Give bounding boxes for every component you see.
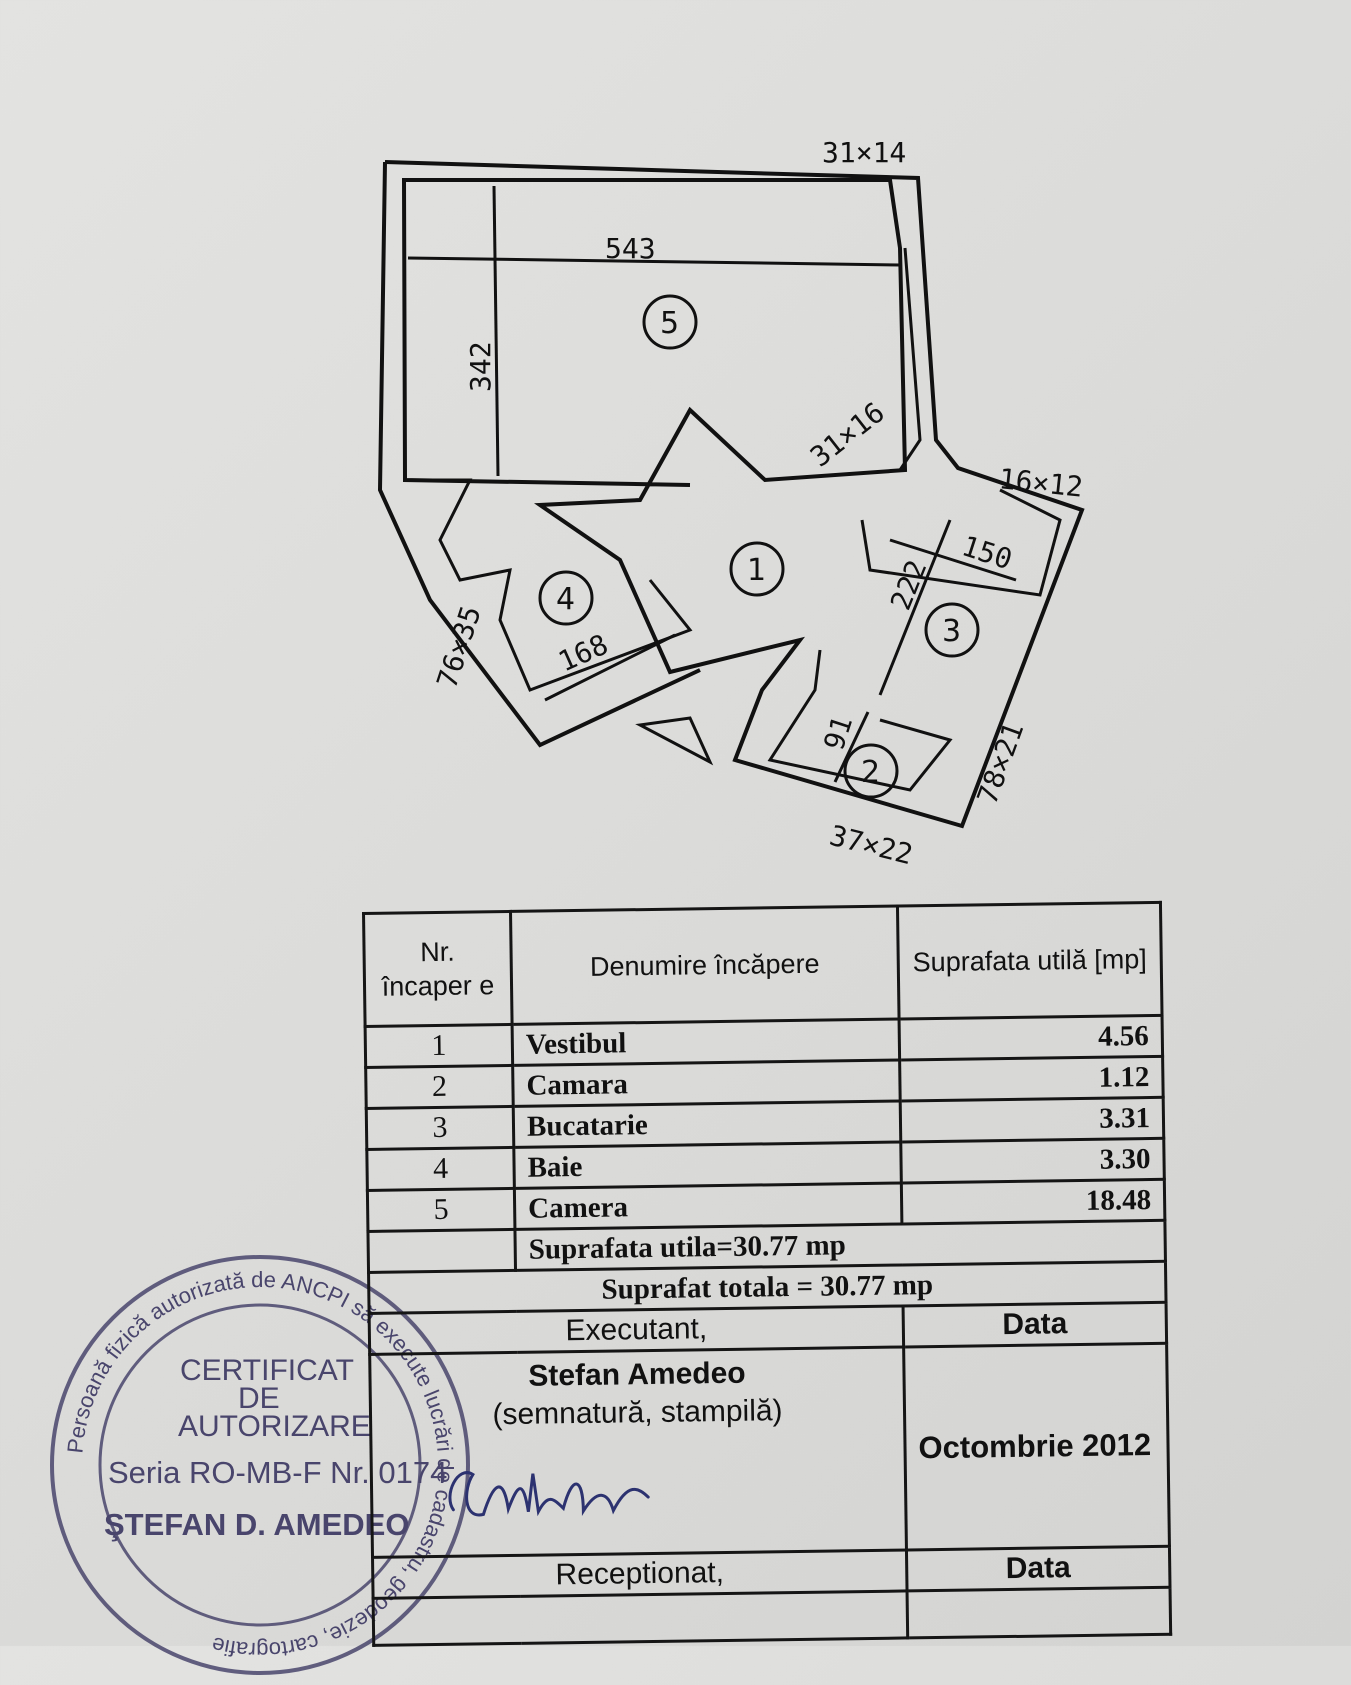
room-table: Nr. încaper e Denumire încăpere Suprafat…	[362, 901, 1172, 1647]
room-markers: 5 1 4 3 2	[538, 294, 980, 799]
triangle-mark	[635, 716, 714, 766]
left-wall	[377, 161, 701, 748]
row-nr: 3	[366, 1106, 514, 1150]
signature-note: (semnatură, stampilă)	[492, 1394, 783, 1432]
handwritten-signature	[448, 1471, 650, 1517]
receptionat-date-blank	[907, 1587, 1171, 1638]
row-area: 3.30	[900, 1138, 1165, 1183]
dim-line-222	[878, 519, 952, 696]
kitchen-wall	[860, 488, 1062, 597]
row-nr: 2	[365, 1065, 514, 1109]
executant-row: Stefan Amedeo (semnatură, stampilă) Octo…	[369, 1343, 1170, 1558]
plan-walls	[377, 160, 1085, 829]
room-3-number: 3	[942, 614, 961, 649]
bath-wall	[404, 478, 693, 692]
room-4-circle	[538, 570, 594, 626]
row-name: Camera	[514, 1182, 902, 1230]
dim-78x21: 78×21	[971, 718, 1031, 808]
dim-line-91	[833, 711, 870, 783]
stamp-line-4: Seria RO-MB-F Nr. 0174	[108, 1455, 447, 1490]
dim-line-168	[544, 633, 676, 702]
stamp-line-3: AUTORIZARE	[178, 1410, 371, 1443]
header-name: Denumire încăpere	[510, 906, 900, 1025]
outer-wall	[384, 160, 1085, 829]
receptionat-row	[373, 1587, 1171, 1646]
dim-543: 543	[605, 232, 656, 265]
dim-150: 150	[958, 529, 1016, 576]
dim-31x16: 31×16	[804, 396, 891, 474]
room-2-circle	[843, 743, 899, 799]
dim-222: 222	[884, 555, 934, 614]
dim-31x14: 31×14	[822, 136, 906, 169]
stamp-line-2: DE	[238, 1382, 280, 1415]
stamp-line-1: CERTIFICAT	[180, 1354, 354, 1387]
dim-16x12: 16×12	[997, 462, 1084, 504]
row-name: Camara	[512, 1060, 901, 1107]
row-nr: 1	[365, 1024, 513, 1068]
room-1-circle	[729, 541, 785, 597]
dim-line-543	[407, 256, 901, 267]
date-label-2: Data	[906, 1546, 1171, 1591]
dimension-lines	[407, 185, 1017, 783]
row-nr: 4	[366, 1147, 515, 1191]
room-5-circle	[642, 294, 698, 350]
row-nr: 5	[367, 1188, 515, 1232]
row-area: 4.56	[899, 1015, 1163, 1061]
room-5-number: 5	[660, 306, 679, 341]
dimension-labels: 543 342 31×14 31×16 16×12 150 222 168 76…	[430, 136, 1084, 871]
receptionat-blank	[373, 1590, 908, 1646]
room-table-sheet: Nr. încaper e Denumire încăpere Suprafat…	[362, 901, 1172, 1647]
executant-date: Octombrie 2012	[903, 1343, 1170, 1550]
dim-91: 91	[817, 712, 859, 754]
executant-cell: Stefan Amedeo (semnatură, stampilă)	[369, 1346, 907, 1558]
executant-name: Stefan Amedeo	[528, 1356, 746, 1393]
header-nr: Nr. încaper e	[363, 911, 513, 1027]
dim-342: 342	[464, 341, 497, 392]
dim-line-342	[492, 185, 500, 477]
row-area: 3.31	[900, 1097, 1164, 1143]
row-name: Vestibul	[512, 1019, 900, 1066]
authorization-stamp: Persoană fizică autorizată de ANCPI să e…	[50, 1255, 470, 1675]
dim-37x22: 37×22	[826, 819, 916, 871]
row-area: 1.12	[899, 1056, 1164, 1102]
dim-line-150	[889, 538, 1017, 582]
floor-plan: 543 342 31×14 31×16 16×12 150 222 168 76…	[377, 136, 1085, 871]
row-name: Bucatarie	[513, 1101, 901, 1148]
room-4-number: 4	[556, 582, 575, 617]
stamp-line-5: ŞTEFAN D. AMEDEO	[104, 1507, 409, 1542]
storage-wall	[767, 649, 953, 792]
row-name: Baie	[513, 1142, 902, 1189]
table-header-row: Nr. încaper e Denumire încăpere Suprafat…	[363, 902, 1163, 1027]
header-area: Suprafata utilă [mp]	[897, 902, 1163, 1020]
date-label: Data	[903, 1302, 1167, 1347]
room-1-number: 1	[747, 553, 766, 588]
useful-total-blank	[367, 1229, 516, 1273]
dim-76x35: 76×35	[430, 602, 487, 692]
room-3-circle	[924, 602, 980, 658]
row-area: 18.48	[901, 1179, 1165, 1224]
room-2-number: 2	[861, 755, 880, 790]
window-wall	[898, 247, 922, 471]
